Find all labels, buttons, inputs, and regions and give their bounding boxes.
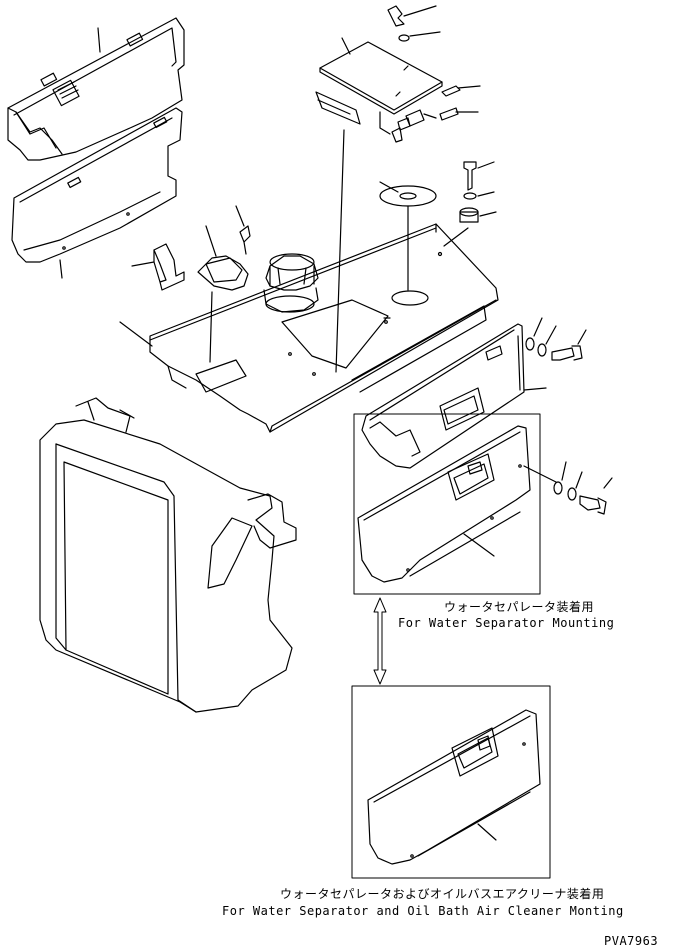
- gasket-ring: [380, 182, 436, 305]
- air-intake-cap: [264, 254, 318, 312]
- caption-upper-japanese: ウォータセパレータ装着用: [444, 600, 595, 614]
- top-inspection-cover: [316, 38, 442, 134]
- side-bolt-upper: [526, 318, 586, 360]
- side-door-oil-bath: [368, 710, 540, 864]
- option-panel-upper-frame: [354, 414, 540, 594]
- side-bolt-lower: [554, 462, 612, 514]
- option-panel-lower-frame: [352, 686, 550, 878]
- clip-fastener: [236, 206, 250, 254]
- side-door-water-separator: [358, 426, 556, 582]
- hinge-bracket: [132, 244, 184, 290]
- bolt-washer-stack: [444, 162, 496, 246]
- caption-upper-english: For Water Separator Mounting: [398, 616, 615, 630]
- drawing-code: PVA7963: [604, 934, 659, 948]
- radiator-grille: [40, 398, 296, 712]
- caption-lower-japanese: ウォータセパレータおよびオイルバスエアクリーナ装着用: [280, 887, 605, 901]
- side-access-panel-right: [362, 324, 546, 468]
- side-cover-upper-left: [8, 18, 184, 160]
- wing-bolt-hardware: [388, 6, 480, 142]
- caption-lower-english: For Water Separator and Oil Bath Air Cle…: [222, 904, 624, 918]
- side-panel-lower-left: [12, 108, 182, 278]
- filler-cap: [198, 226, 248, 362]
- option-swap-arrow: [374, 598, 386, 684]
- engine-hood: [120, 130, 498, 432]
